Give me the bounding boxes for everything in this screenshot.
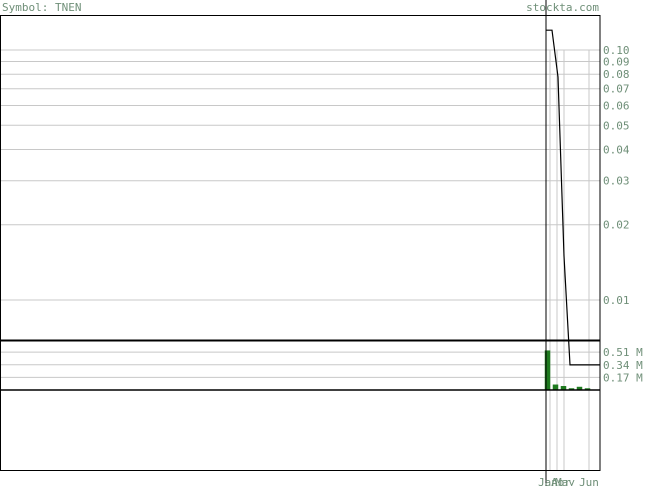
price-tick-label: 0.02 (603, 219, 630, 232)
price-grid (0, 49, 600, 301)
price-tick-label: 0.04 (603, 143, 630, 156)
date-tick-label: Jun (579, 476, 599, 486)
price-tick-label: 0.07 (603, 83, 630, 96)
price-line (546, 29, 600, 366)
volume-axis-labels: 0.51 M0.34 M0.17 M (603, 346, 643, 384)
volume-bar (552, 384, 559, 391)
price-tick-label: 0.05 (603, 119, 630, 132)
date-grid (549, 50, 590, 470)
price-tick-label: 0.10 (603, 44, 630, 57)
price-axis-labels: 0.100.090.08 0.07 0.06 0.05 0.04 0.03 0.02 0.01 (603, 44, 630, 307)
site-label: stockta.com (526, 1, 599, 14)
chart-frame (0, 15, 601, 471)
price-series (546, 29, 600, 366)
date-tick-label: Apr (551, 476, 571, 486)
price-tick-label: 0.08 (603, 68, 630, 81)
price-tick-label: 0.01 (603, 294, 630, 307)
volume-grid (0, 351, 600, 378)
price-tick-label: 0.09 (603, 55, 630, 68)
volume-series (544, 350, 591, 391)
price-tick-label: 0.03 (603, 175, 630, 188)
date-tick-label: Jan (538, 476, 558, 486)
volume-tick-label: 0.34 M (603, 359, 643, 372)
date-tick-label: May (555, 476, 575, 486)
price-tick-label: 0.06 (603, 99, 630, 112)
volume-tick-label: 0.17 M (603, 371, 643, 384)
panel-frames (0, 0, 601, 486)
volume-tick-label: 0.51 M (603, 346, 643, 359)
symbol-label: Symbol: TNEN (2, 1, 81, 14)
